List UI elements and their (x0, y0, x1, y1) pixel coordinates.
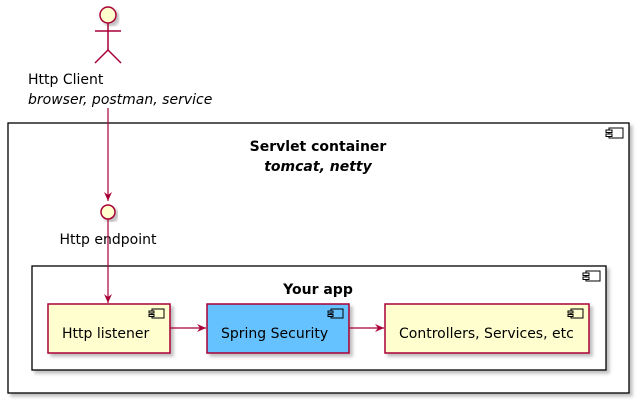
component-icon (605, 127, 624, 139)
controllers-services-component: Controllers, Services, etc (384, 303, 590, 354)
endpoint-circle (100, 204, 116, 220)
component-label: Controllers, Services, etc (399, 326, 574, 342)
your-app-title: Your app (282, 282, 353, 298)
component-icon (567, 308, 584, 319)
actor-head (99, 6, 117, 24)
actor-name: Http Client (28, 72, 104, 88)
servlet-container-title: Servlet container (250, 139, 387, 155)
actor-right-leg (107, 49, 122, 64)
spring-security-component: Spring Security (206, 303, 350, 354)
component-icon (327, 308, 344, 319)
component-label: Spring Security (221, 326, 328, 342)
http-listener-component: Http listener (47, 303, 171, 354)
component-label: Http listener (62, 326, 150, 342)
component-box (384, 303, 590, 354)
servlet-container-subtitle: tomcat, netty (264, 159, 372, 175)
component-icon (582, 270, 601, 282)
actor-left-leg (94, 49, 109, 64)
actor-stereotype: browser, postman, service (28, 92, 212, 108)
http-client-actor: Http Client browser, postman, service (28, 6, 212, 108)
component-box (206, 303, 350, 354)
component-icon (148, 308, 165, 319)
